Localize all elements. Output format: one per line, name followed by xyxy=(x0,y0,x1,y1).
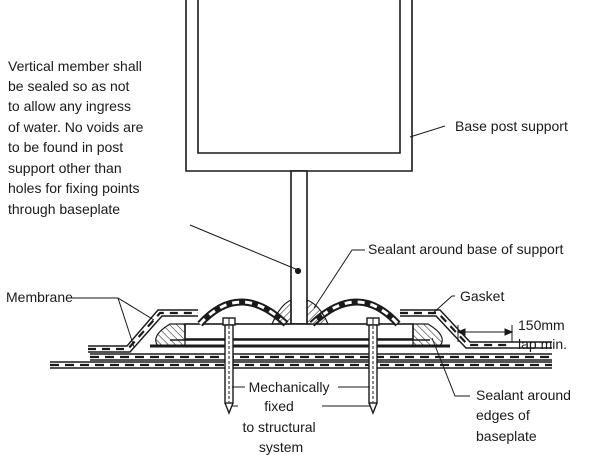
deck-layers xyxy=(50,339,552,369)
sealant-edges-right xyxy=(412,323,443,347)
vertical-member-note: Vertical member shall be sealed so as no… xyxy=(8,58,147,217)
lap-label: 150mm lap min. xyxy=(518,317,569,352)
sealant-base-of-support xyxy=(271,299,329,325)
sealant-edges-label: Sealant around edges of baseplate xyxy=(476,387,575,444)
fixing-bolt-left xyxy=(222,317,236,415)
membrane-label: Membrane xyxy=(6,289,73,305)
sealant-base-label: Sealant around base of support xyxy=(368,241,563,257)
vertical-post xyxy=(290,170,308,325)
membrane-layer xyxy=(88,309,552,353)
mechanically-fixed-label: Mechanically fixed to structural system xyxy=(242,379,333,455)
leader-lines xyxy=(68,125,514,407)
base-post-support-frame xyxy=(185,0,413,172)
sealant-edges-left xyxy=(155,323,186,347)
base-post-support-label: Base post support xyxy=(455,118,568,134)
base-plate xyxy=(184,323,414,340)
gasket-label: Gasket xyxy=(460,288,504,304)
fixing-bolt-right xyxy=(366,317,380,415)
